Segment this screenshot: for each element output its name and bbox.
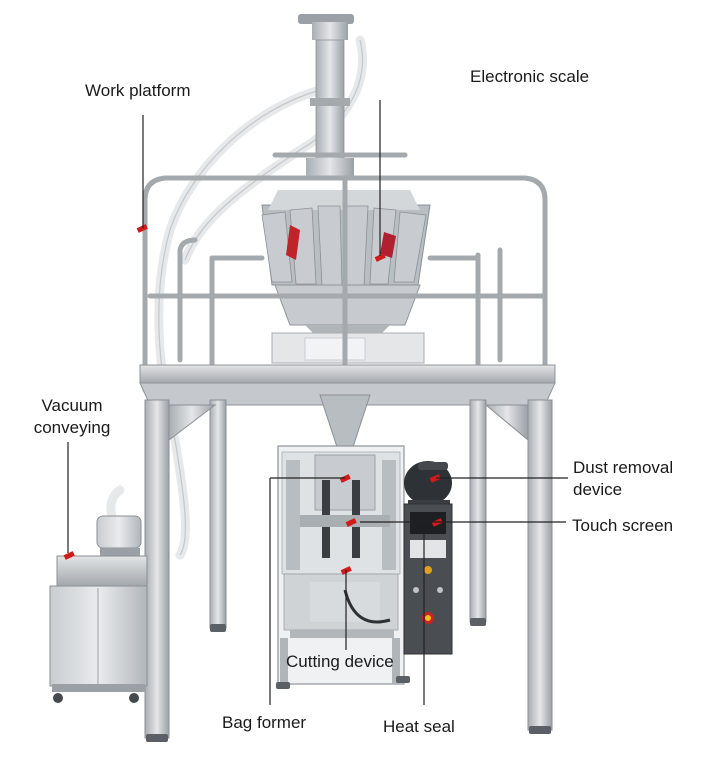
vacuum-conveyor-unit <box>49 515 148 703</box>
label-dust-line1: Dust removal <box>573 458 674 477</box>
leader-lines <box>67 100 568 705</box>
label-work-platform: Work platform <box>85 81 191 100</box>
dust-removal-unit <box>404 461 452 510</box>
label-dust-line2: device <box>573 480 623 499</box>
control-cabinet <box>403 503 453 655</box>
label-electronic-scale: Electronic scale <box>470 67 590 86</box>
label-touch-screen: Touch screen <box>572 516 674 535</box>
label-heat-seal: Heat seal <box>383 717 455 736</box>
label-vacuum-line2: conveying <box>33 418 111 437</box>
label-bag-former: Bag former <box>222 713 307 732</box>
work-platform-deck <box>139 364 556 451</box>
support-frame <box>144 399 553 739</box>
packing-machine <box>276 445 410 689</box>
callout-markers <box>63 224 443 575</box>
label-vacuum-conveying: Vacuum conveying <box>26 395 118 439</box>
label-vacuum-line1: Vacuum <box>41 396 103 415</box>
vacuum-hopper-column <box>298 14 354 180</box>
label-dust-removal: Dust removal device <box>573 457 673 501</box>
label-cutting-device: Cutting device <box>286 652 394 671</box>
work-platform-railing <box>142 152 548 393</box>
